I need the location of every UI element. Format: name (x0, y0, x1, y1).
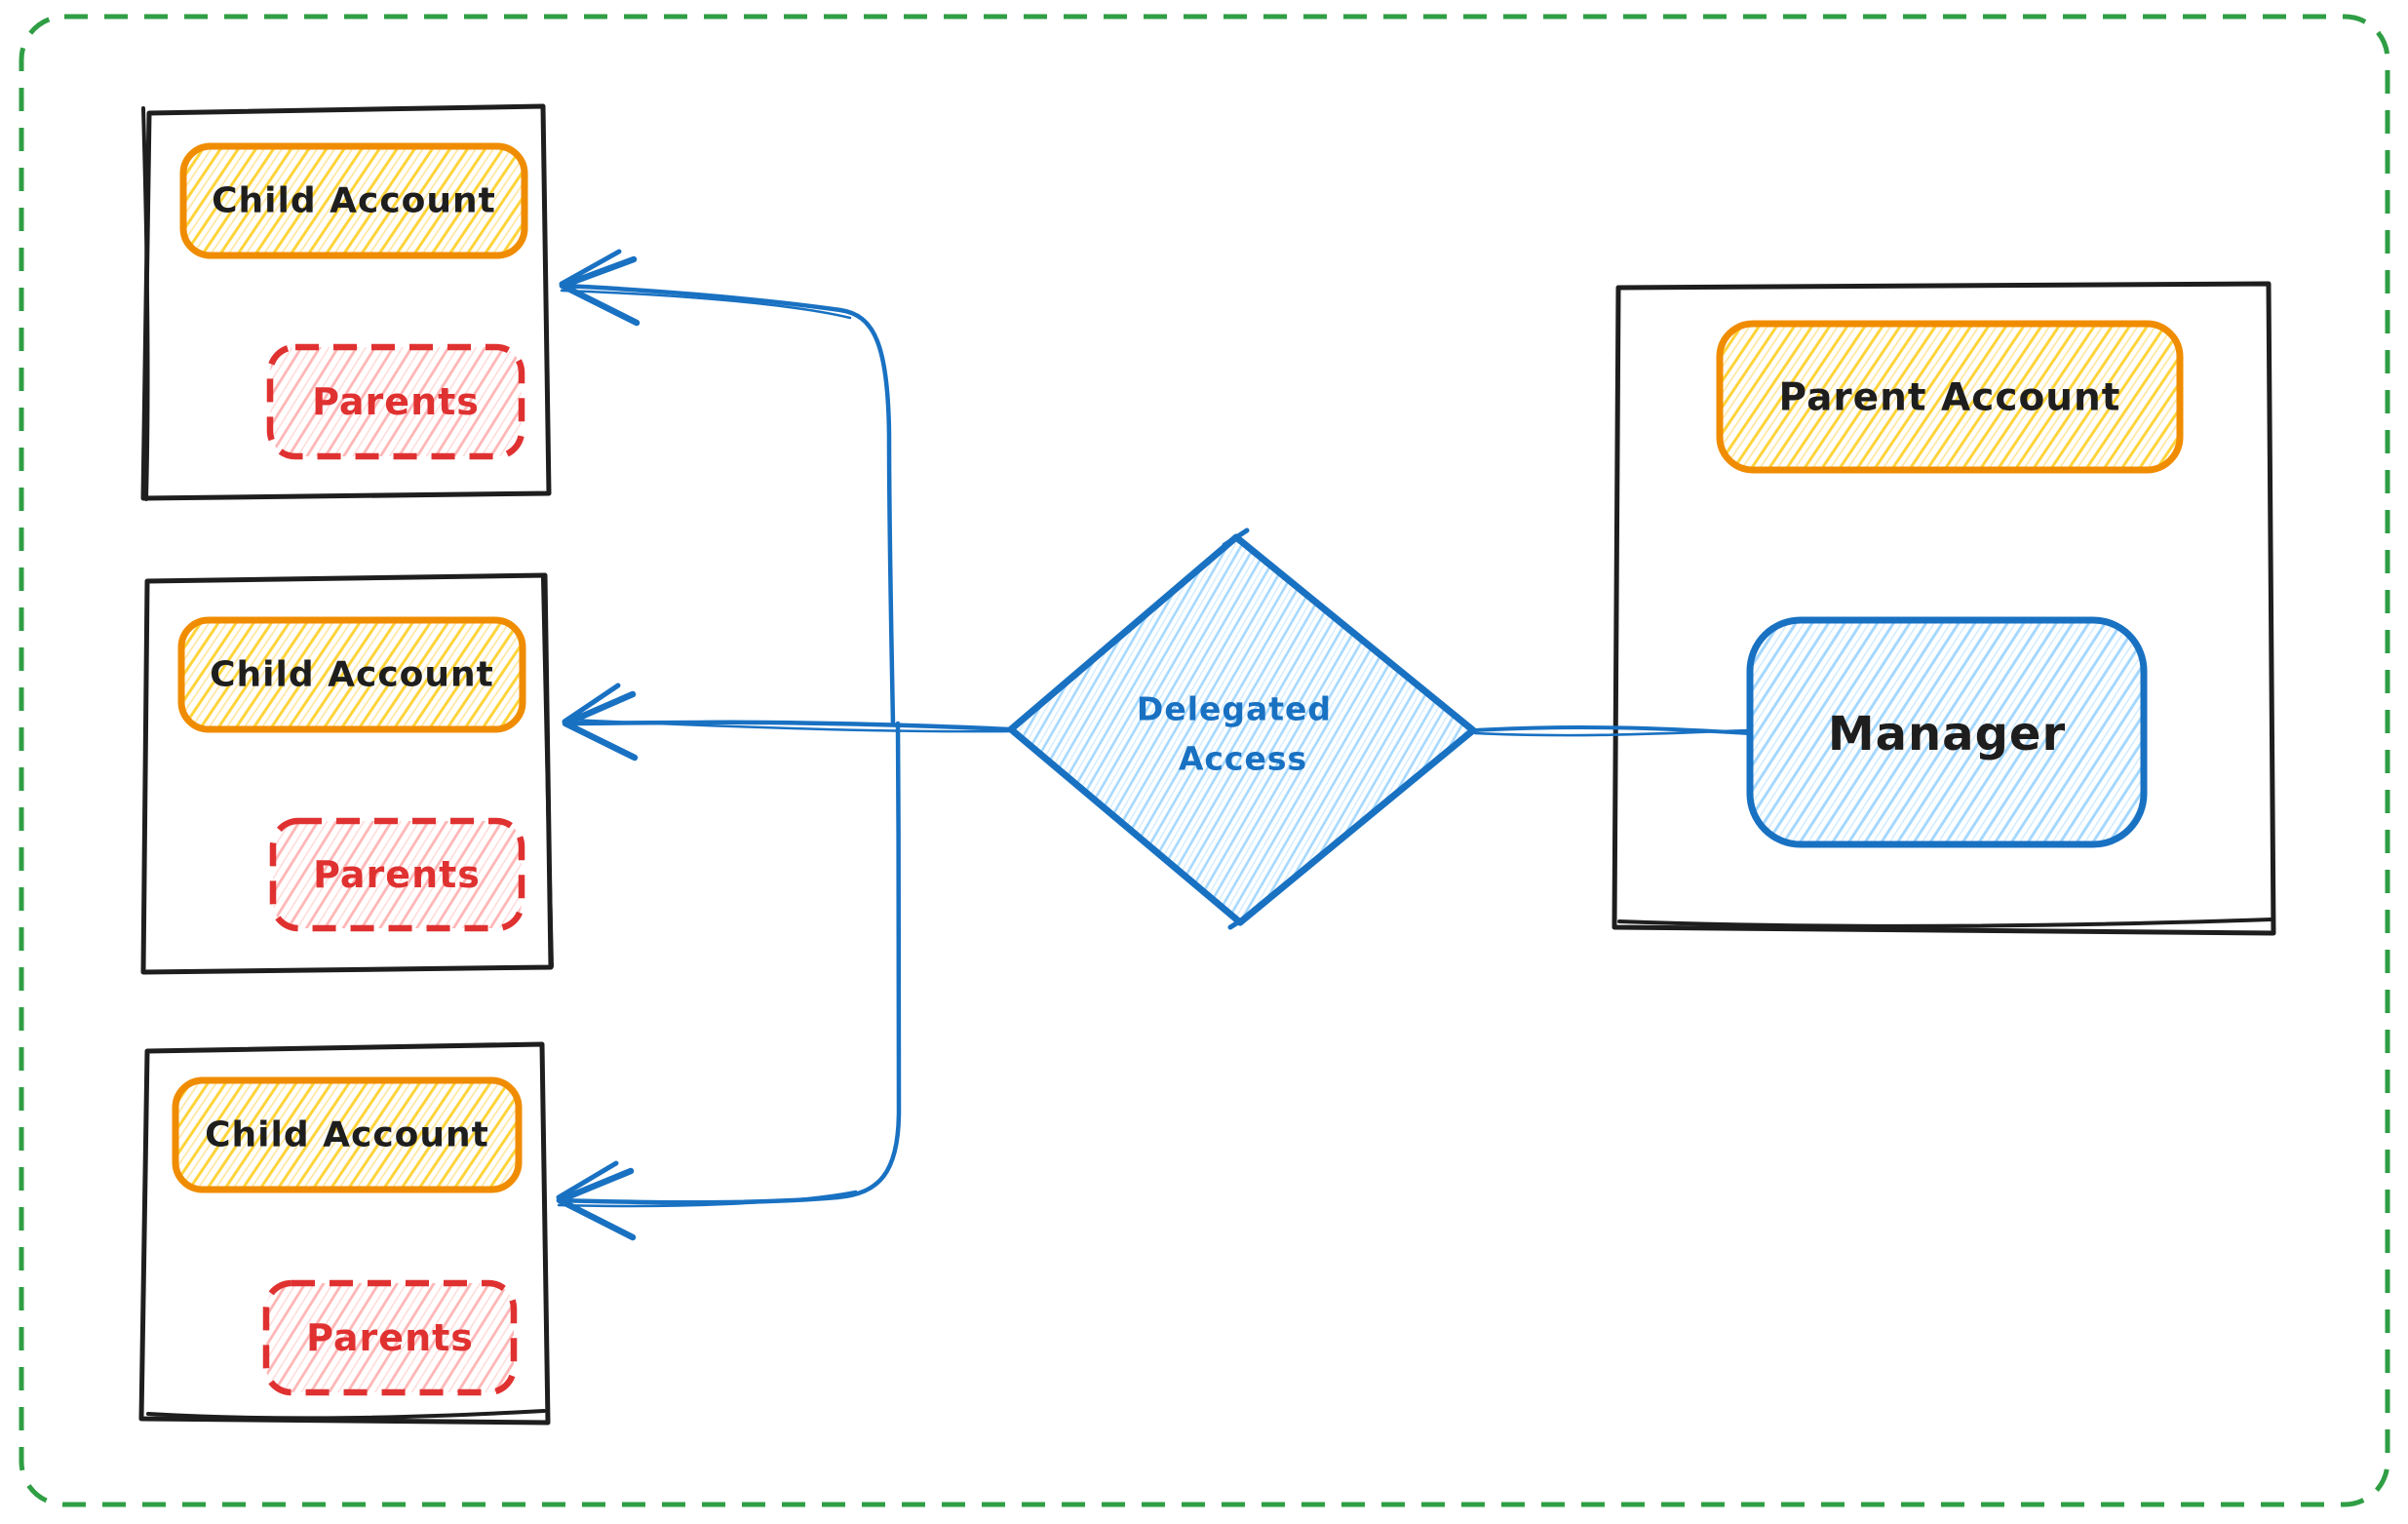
parents-label: Parents (312, 380, 480, 423)
arrowhead-left-icon (556, 1167, 637, 1241)
manager-label: Manager (1828, 707, 2066, 762)
arrow-to-child-1 (559, 249, 896, 726)
frame-sketch-stroke (1617, 918, 2272, 928)
child-account-label: Child Account (205, 1115, 489, 1155)
child-account-label: Child Account (212, 181, 496, 221)
diamond-shape (1007, 533, 1477, 926)
edge-line-sketch (1473, 728, 1750, 737)
child-account-pill (179, 142, 528, 259)
edge-line (556, 721, 902, 1205)
parents-badge (262, 1279, 518, 1396)
child-account-pill (177, 616, 526, 733)
frame-sketch-stroke (541, 576, 554, 968)
child-account-node-2: Child Account Parents (140, 572, 554, 975)
arrow-to-child-3 (556, 721, 902, 1241)
canvas-dashed-border (19, 14, 2390, 1507)
parents-label: Parents (313, 853, 481, 896)
parents-label: Parents (306, 1316, 474, 1359)
decision-label-line1: Delegated (1137, 690, 1332, 728)
edge-line-sketch (557, 1190, 858, 1208)
delegated-access-diamond: Delegated Access (1007, 528, 1477, 930)
edge-manager-to-diamond (1473, 724, 1750, 737)
frame-sketch-stroke (146, 1409, 546, 1421)
edge-line (559, 283, 896, 726)
edge-line (563, 720, 1013, 732)
child-account-node-1: Child Account Parents (140, 103, 552, 501)
child-account-node-3: Child Account Parents (138, 1041, 551, 1426)
frame-sketch-stroke (141, 106, 150, 501)
edge-line-sketch (560, 289, 852, 320)
parent-account-node: Parent Account Manager (1612, 281, 2276, 936)
arrowhead-sketch-stroke (559, 249, 622, 287)
diamond-sketch-stroke (1227, 911, 1255, 930)
parents-badge (266, 343, 525, 460)
arrowhead-sketch-stroke (562, 683, 621, 724)
parent-account-pill (1716, 320, 2184, 474)
arrowhead-left-icon (562, 690, 639, 762)
edge-line-sketch (566, 718, 1012, 733)
arrowhead-sketch-stroke (556, 1160, 619, 1200)
parents-badge (269, 817, 525, 932)
child-account-label: Child Account (210, 655, 494, 695)
arrow-to-child-2 (562, 683, 1013, 762)
connectors (556, 249, 1750, 1241)
diamond-sketch-stroke (1222, 528, 1250, 548)
manager-box (1746, 616, 2148, 848)
decision-label-line2: Access (1179, 740, 1307, 778)
parent-account-label: Parent Account (1779, 376, 2121, 420)
child-account-pill (172, 1076, 523, 1193)
